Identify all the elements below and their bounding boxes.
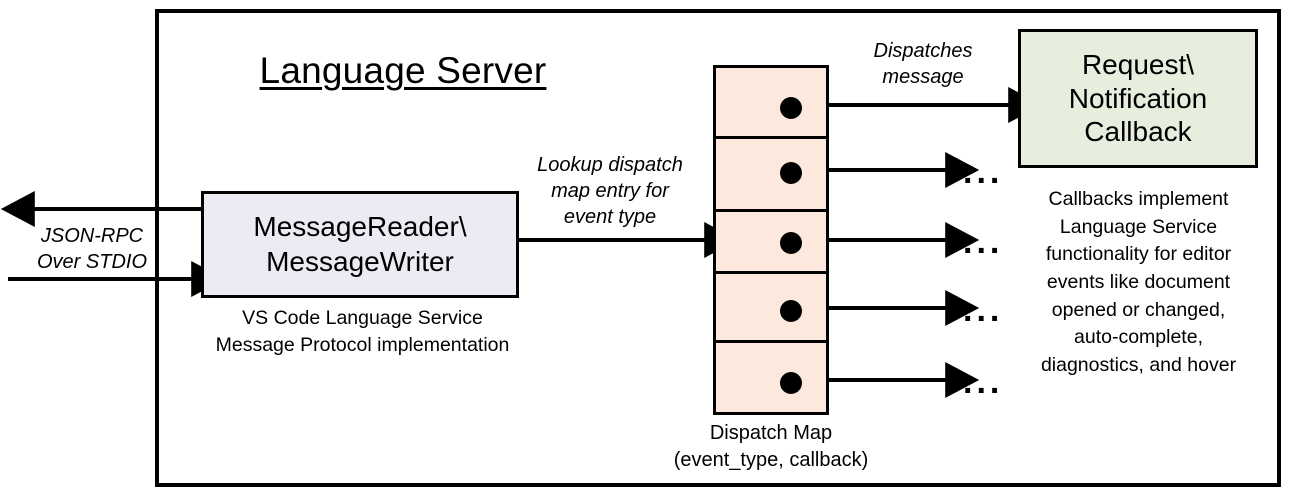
callback-desc-line-4: events like document (1046, 271, 1231, 294)
language-server-boundary (155, 9, 1281, 487)
ellipsis-row-2: ... (963, 153, 1004, 191)
json-rpc-line-1: JSON-RPC (40, 225, 144, 247)
callback-line-1: Request\ (1081, 49, 1195, 81)
callback-desc-line-3: functionality for editor (1045, 243, 1232, 266)
reader-caption-line-1: VS Code Language Service (242, 307, 483, 329)
json-rpc-line-2: Over STDIO (36, 251, 147, 273)
message-reader-writer-box[interactable]: MessageReader\ MessageWriter (201, 191, 519, 298)
ellipsis-row-5: ... (963, 363, 1004, 401)
message-reader-writer-label: MessageReader\ MessageWriter (253, 210, 466, 278)
dispatch-map-entry-dot[interactable] (780, 97, 802, 119)
json-rpc-transport-label: JSON-RPC Over STDIO (22, 223, 162, 275)
callback-desc-line-1: Callbacks implement (1048, 188, 1229, 210)
dispatch-note-line-2: message (882, 66, 964, 88)
callback-desc-line-2: Language Service (1059, 215, 1218, 238)
dispatch-caption-line-1: Dispatch Map (709, 422, 833, 444)
dispatches-message-note: Dispatches message (833, 38, 1013, 90)
callback-line-2: Notification (1068, 82, 1208, 114)
callback-label: Request\ Notification Callback (1069, 48, 1208, 149)
dispatch-map-entry-dot[interactable] (780, 300, 802, 322)
dispatch-map-divider (716, 136, 826, 139)
callback-description: Callbacks implement Language Service fun… (1006, 186, 1271, 380)
dispatch-map-caption: Dispatch Map (event_type, callback) (640, 420, 902, 474)
reader-line-2: MessageWriter (266, 245, 454, 277)
dispatch-map-divider (716, 271, 826, 274)
ellipsis-row-4: ... (963, 291, 1004, 329)
lookup-note-line-2: map entry for (551, 180, 669, 202)
callback-desc-line-7: diagnostics, and hover (1040, 354, 1237, 377)
dispatch-note-line-1: Dispatches (873, 40, 973, 62)
lookup-note-line-1: Lookup dispatch (537, 154, 683, 176)
dispatch-map-entry-dot[interactable] (780, 232, 802, 254)
dispatch-map-divider (716, 209, 826, 212)
dispatch-map-entry-dot[interactable] (780, 162, 802, 184)
page-title: Language Server (238, 50, 568, 91)
dispatch-map-table[interactable] (713, 65, 829, 415)
callback-desc-line-6: auto-complete, (1074, 326, 1203, 349)
page-title-text: Language Server (259, 50, 547, 91)
dispatch-caption-line-2: (event_type, callback) (673, 449, 869, 471)
lookup-note-line-3: event type (563, 206, 657, 228)
dispatch-map-divider (716, 340, 826, 343)
ellipsis-row-3: ... (963, 223, 1004, 261)
message-reader-writer-caption: VS Code Language Service Message Protoco… (190, 305, 535, 358)
reader-line-1: MessageReader\ (253, 211, 467, 243)
callback-desc-line-5: opened or changed, (1051, 298, 1226, 321)
request-notification-callback-box[interactable]: Request\ Notification Callback (1018, 29, 1258, 168)
reader-caption-line-2: Message Protocol implementation (215, 333, 510, 356)
dispatch-map-entry-dot[interactable] (780, 372, 802, 394)
lookup-dispatch-note: Lookup dispatch map entry for event type (515, 152, 705, 230)
callback-line-3: Callback (1084, 116, 1192, 148)
